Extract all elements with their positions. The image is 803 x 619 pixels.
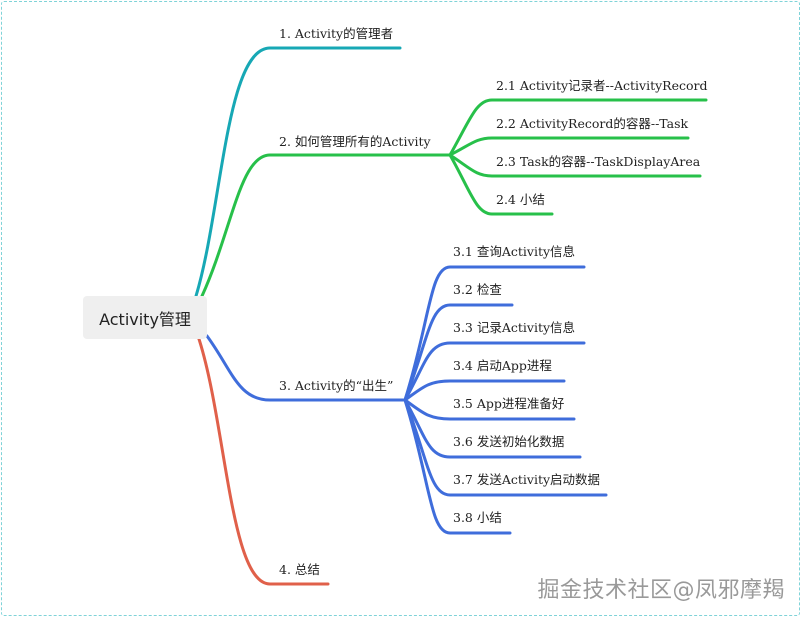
branch-2-1-label[interactable]: 2.1 Activity记录者--ActivityRecord bbox=[496, 78, 708, 93]
branch-3-label[interactable]: 3. Activity的“出生” bbox=[279, 378, 394, 393]
watermark: 掘金技术社区@凤邪摩羯 bbox=[537, 578, 785, 603]
branch-3-7-label[interactable]: 3.7 发送Activity启动数据 bbox=[453, 472, 601, 487]
connector-3-3 bbox=[403, 341, 586, 402]
connector-branch-1 bbox=[194, 46, 402, 298]
connector-3-5 bbox=[403, 398, 576, 421]
connector-2-1 bbox=[448, 98, 708, 157]
branch-2-4-label[interactable]: 2.4 小结 bbox=[496, 192, 545, 207]
branch-3-8-label[interactable]: 3.8 小结 bbox=[453, 510, 502, 525]
connector-branch-3 bbox=[205, 334, 407, 402]
connector-2-3 bbox=[448, 153, 702, 178]
connector-3-1 bbox=[403, 265, 586, 402]
branch-3-5-label[interactable]: 3.5 App进程准备好 bbox=[453, 396, 565, 411]
branch-1-label[interactable]: 1. Activity的管理者 bbox=[279, 26, 394, 41]
branch-3-6-label[interactable]: 3.6 发送初始化数据 bbox=[453, 434, 565, 449]
connector-2-4 bbox=[448, 153, 554, 216]
branch-2-2-label[interactable]: 2.2 ActivityRecord的容器--Task bbox=[496, 116, 689, 131]
branch-3-4-label[interactable]: 3.4 启动App进程 bbox=[453, 358, 552, 373]
branch-3-1-label[interactable]: 3.1 查询Activity信息 bbox=[453, 244, 576, 259]
root-node[interactable]: Activity管理 bbox=[83, 296, 207, 339]
branch-2-label[interactable]: 2. 如何管理所有的Activity bbox=[279, 134, 431, 149]
root-label: Activity管理 bbox=[99, 309, 191, 329]
branch-3-3-label[interactable]: 3.3 记录Activity信息 bbox=[453, 320, 576, 335]
connector-3-8 bbox=[403, 398, 512, 535]
connector-3-2 bbox=[403, 303, 514, 402]
connector-2-2 bbox=[448, 136, 690, 157]
branch-4-label[interactable]: 4. 总结 bbox=[279, 562, 320, 577]
connector-3-4 bbox=[403, 379, 566, 402]
connector-branch-2 bbox=[200, 153, 452, 298]
branch-2-3-label[interactable]: 2.3 Task的容器--TaskDisplayArea bbox=[496, 154, 701, 169]
connector-branch-4 bbox=[196, 334, 330, 586]
branch-3-2-label[interactable]: 3.2 检查 bbox=[453, 282, 502, 297]
connector-3-6 bbox=[403, 398, 582, 459]
